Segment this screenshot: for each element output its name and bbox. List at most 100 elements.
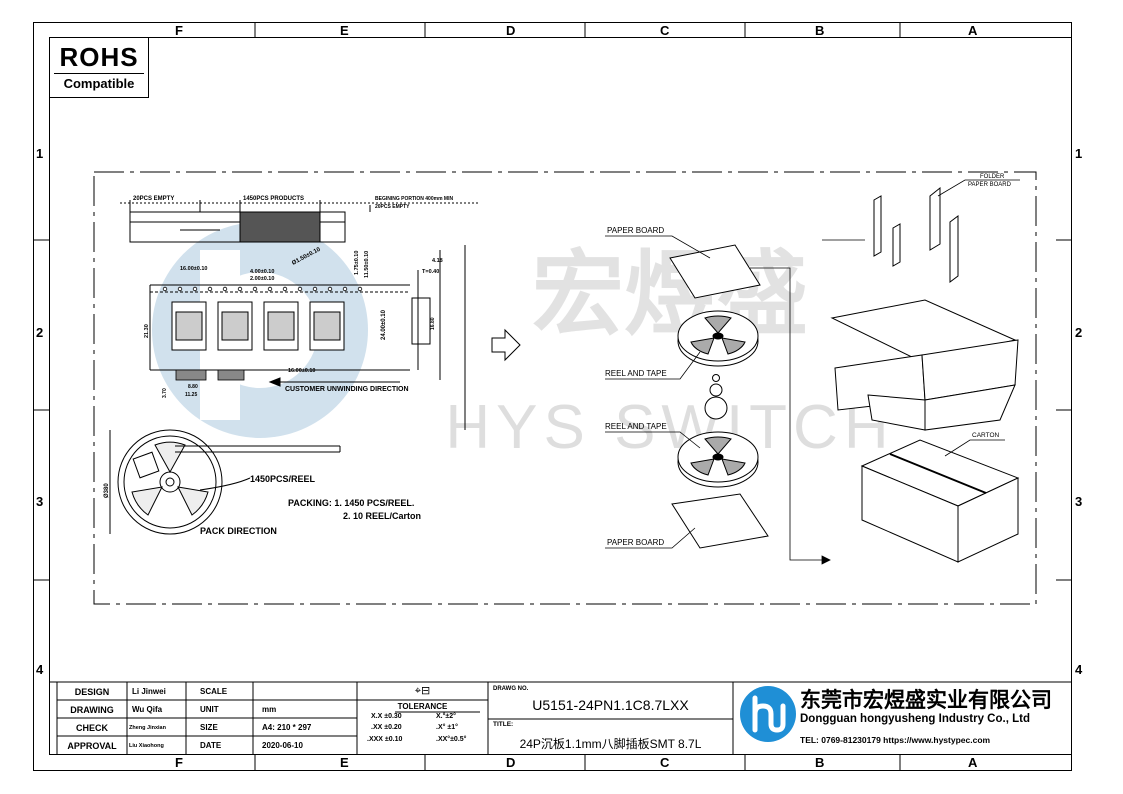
- zone-row-1-left: 1: [36, 146, 44, 161]
- label-design: DESIGN: [74, 686, 110, 697]
- dim-p3: 3.70: [162, 388, 168, 398]
- inner-frame: [49, 37, 1072, 755]
- zone-row-2-right: 2: [1075, 325, 1083, 340]
- label-beginning: BEGINING PORTION 400mm MIN: [375, 196, 453, 202]
- watermark-chinese: 宏煜盛: [532, 244, 808, 346]
- label-empty-trail: 20PCS EMPTY: [375, 204, 410, 210]
- zone-col-b-bottom: B: [815, 755, 825, 770]
- rohs-subtitle: Compatible: [63, 76, 135, 91]
- label-paper-board-top: PAPER BOARD: [607, 226, 664, 235]
- unwind-arrow: [268, 377, 400, 387]
- zone-col-f-top: F: [175, 23, 183, 38]
- zone-col-c-bottom: C: [660, 755, 670, 770]
- pack-direction: PACK DIRECTION: [200, 526, 277, 536]
- tolerance-row-2-linear: .XX ±0.20: [371, 724, 402, 731]
- zone-col-d-bottom: D: [506, 755, 516, 770]
- name-design: Li Jinwei: [132, 687, 166, 696]
- drawing-no-label: DRAWG NO.: [493, 686, 529, 692]
- reel-quantity: 1450PCS/REEL: [250, 474, 316, 484]
- name-approval: Liu Xiaohong: [129, 742, 164, 749]
- folder-boards: [873, 186, 959, 283]
- tape-side-view: [411, 245, 466, 430]
- name-check: Zheng Jinxian: [129, 724, 166, 731]
- label-folder: FOLDER: [980, 174, 1005, 180]
- title-block-grid: [49, 681, 1072, 755]
- packing-line-2: 2. 10 REEL/Carton: [343, 511, 421, 521]
- label-carton: CARTON: [972, 432, 1000, 439]
- dim-d4: 11.50±0.10: [364, 251, 370, 278]
- dim-d1: 4.00±0.10: [250, 269, 274, 275]
- dim-w1: 21.30: [144, 324, 150, 338]
- label-folder-board: PAPER BOARD: [968, 182, 1012, 188]
- zone-row-4-right: 4: [1075, 662, 1083, 677]
- zone-row-4-left: 4: [36, 662, 44, 677]
- zone-col-a-bottom: A: [968, 755, 978, 770]
- zone-col-b-top: B: [815, 23, 825, 38]
- flow-arrow: [491, 328, 521, 362]
- label-reel-tape-2: REEL AND TAPE: [605, 422, 667, 431]
- zone-col-a-top: A: [968, 23, 978, 38]
- label-paper-board-bottom: PAPER BOARD: [607, 538, 664, 547]
- dim-w3: 16.80: [430, 317, 436, 330]
- zone-row-3-right: 3: [1075, 494, 1083, 509]
- title-label: TITLE:: [493, 721, 514, 728]
- value-size: A4: 210 * 297: [262, 723, 312, 732]
- drawing-title: 24P沉板1.1mm八脚插板SMT 8.7L: [519, 737, 702, 751]
- company-name-cn: 东莞市宏煜盛实业有限公司: [800, 689, 1052, 712]
- reel-qty-leader: [199, 477, 251, 491]
- folder-leader: [937, 179, 1020, 197]
- packing-stack: [669, 244, 769, 549]
- zone-col-f-bottom: F: [175, 755, 183, 770]
- zone-col-d-top: D: [506, 23, 516, 38]
- tape-pockets: [171, 301, 345, 351]
- watermark-text: HYS SWITCH: [445, 393, 894, 462]
- dim-pitch2: 16.00±0.10: [288, 368, 316, 374]
- open-carton: [830, 299, 1019, 431]
- customer-direction: CUSTOMER UNWINDING DIRECTION: [285, 386, 409, 393]
- dim-thickness: T=0.40: [422, 269, 439, 275]
- tolerance-row-3-angle: .XX°±0.5°: [436, 736, 467, 743]
- dim-pitch: 16.00±0.10: [180, 266, 208, 272]
- company-name-en: Dongguan hongyusheng Industry Co., Ltd: [800, 713, 1030, 725]
- projection-symbol-icon: ⌖⊟: [414, 685, 431, 697]
- label-reel-tape-1: REEL AND TAPE: [605, 369, 667, 378]
- label-check: CHECK: [75, 722, 108, 733]
- value-unit: mm: [262, 705, 277, 714]
- tolerance-row-3-linear: .XXX ±0.10: [367, 736, 403, 743]
- dim-reel-diameter: Ø380: [104, 483, 110, 498]
- zone-row-1-right: 1: [1075, 146, 1083, 161]
- field-size: SIZE: [200, 723, 218, 732]
- tolerance-row-1-angle: X.°±2°: [436, 713, 456, 720]
- tolerance-row-2-angle: .X° ±1°: [436, 724, 458, 731]
- label-products: 1450PCS PRODUCTS: [243, 196, 304, 202]
- name-drawing: Wu Qifa: [132, 705, 163, 714]
- dim-d3: 1.75±0.10: [354, 251, 360, 275]
- company-contact: TEL: 0769-81230179 https://www.hystypec.…: [800, 735, 991, 745]
- part-side: [175, 369, 245, 381]
- zone-col-c-top: C: [660, 23, 670, 38]
- tolerance-row-1-linear: X.X ±0.30: [371, 713, 402, 720]
- frame-ticks: [33, 22, 1072, 771]
- packing-leaders: [605, 235, 865, 565]
- reel-front: [109, 429, 341, 535]
- label-approval: APPROVAL: [67, 740, 117, 751]
- dim-w2: 24.00±0.10: [381, 309, 387, 340]
- packing-line-1: PACKING: 1. 1450 PCS/REEL.: [288, 498, 414, 508]
- field-date: DATE: [200, 741, 222, 750]
- dim-d5: 4.18: [432, 258, 443, 264]
- label-empty-lead: 20PCS EMPTY: [133, 196, 174, 202]
- rohs-badge: ROHS Compatible: [49, 37, 149, 98]
- drawing-number: U5151-24PN1.1C8.7LXX: [532, 697, 689, 713]
- sprocket-holes: [162, 286, 363, 292]
- zone-col-e-bottom: E: [340, 755, 349, 770]
- dim-p2: 11.25: [185, 392, 197, 398]
- zone-row-2-left: 2: [36, 325, 44, 340]
- dim-p1: 8.80: [188, 384, 198, 390]
- tolerance-title: TOLERANCE: [397, 702, 448, 711]
- package-outline: [93, 171, 1037, 605]
- field-scale: SCALE: [200, 687, 228, 696]
- dim-d2: 2.00±0.10: [250, 276, 274, 282]
- company-logo-icon: [740, 686, 796, 742]
- value-date: 2020-06-10: [262, 741, 303, 750]
